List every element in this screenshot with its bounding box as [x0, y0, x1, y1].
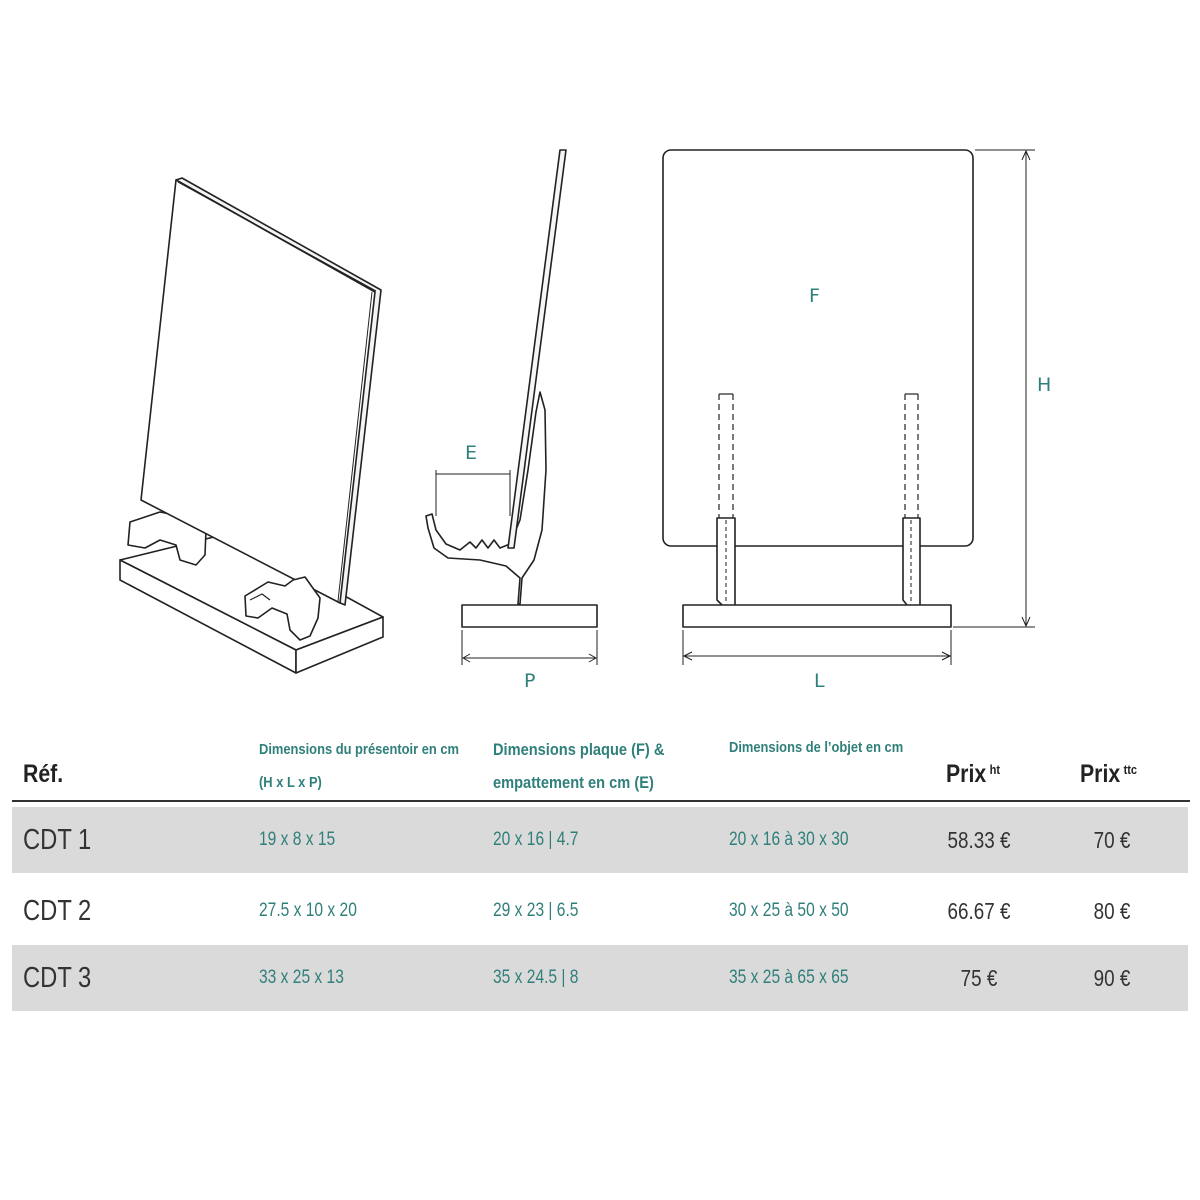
header-plaque-line1: Dimensions plaque (F) & [493, 740, 665, 759]
header-prix-ht-sup: ht [989, 762, 1001, 777]
label-e: E [465, 442, 477, 464]
header-plaque-line2: empattement en cm (E) [493, 773, 654, 792]
cell-objet: 20 x 16 à 30 x 30 [729, 829, 849, 850]
iso-support-front [244, 576, 321, 641]
header-prix-ht-label: Prix [946, 760, 987, 788]
cell-ref: CDT 3 [23, 962, 92, 994]
header-ref: Réf. [23, 760, 64, 788]
side-plate [507, 149, 567, 549]
cell-ref: CDT 1 [23, 824, 92, 856]
header-presentoir-line1: Dimensions du présentoir en cm [259, 741, 460, 758]
header-objet: Dimensions de l’objet en cm [729, 731, 903, 764]
cell-presentoir: 27.5 x 10 x 20 [259, 900, 357, 921]
technical-drawing: F H E P L [119, 149, 1051, 692]
label-l: L [814, 670, 825, 692]
cell-presentoir: 33 x 25 x 13 [259, 967, 344, 988]
cell-prix-ht: 75 € [960, 965, 998, 991]
cell-plaque: 35 x 24.5 | 8 [493, 967, 579, 988]
cell-prix-ttc: 70 € [1093, 827, 1131, 853]
header-objet-line1: Dimensions de l’objet en cm [729, 739, 904, 756]
header-rule [12, 800, 1190, 802]
cell-prix-ht: 58.33 € [947, 827, 1011, 853]
cell-ref: CDT 2 [23, 895, 92, 927]
header-prix-ttc-sup: ttc [1123, 762, 1138, 777]
cell-presentoir: 19 x 8 x 15 [259, 829, 336, 850]
isometric-view [119, 177, 384, 674]
iso-plate-face [140, 179, 376, 604]
cell-prix-ht: 66.67 € [947, 898, 1011, 924]
header-presentoir: Dimensions du présentoir en cm (H x L x … [259, 733, 459, 799]
label-f: F [809, 285, 820, 307]
cell-prix-ttc: 80 € [1093, 898, 1131, 924]
table-row: CDT 2 27.5 x 10 x 20 29 x 23 | 6.5 30 x … [12, 878, 1188, 944]
cell-prix-ttc: 90 € [1093, 965, 1131, 991]
front-plate [662, 149, 974, 547]
cell-objet: 35 x 25 à 65 x 65 [729, 967, 849, 988]
label-h: H [1037, 374, 1051, 396]
label-p: P [524, 670, 535, 692]
front-view [662, 149, 1035, 665]
side-view [425, 149, 598, 665]
cell-plaque: 20 x 16 | 4.7 [493, 829, 579, 850]
iso-base-side [295, 616, 384, 674]
header-prix-ttc-label: Prix [1080, 760, 1121, 788]
table-row: CDT 3 33 x 25 x 13 35 x 24.5 | 8 35 x 25… [12, 945, 1188, 1011]
table-row: CDT 1 19 x 8 x 15 20 x 16 | 4.7 20 x 16 … [12, 807, 1188, 873]
side-base [461, 604, 598, 628]
front-base [682, 604, 952, 628]
cell-objet: 30 x 25 à 50 x 50 [729, 900, 849, 921]
cell-plaque: 29 x 23 | 6.5 [493, 900, 579, 921]
header-presentoir-line2: (H x L x P) [259, 774, 322, 791]
header-plaque: Dimensions plaque (F) & empattement en c… [493, 733, 664, 799]
side-support [425, 391, 547, 605]
